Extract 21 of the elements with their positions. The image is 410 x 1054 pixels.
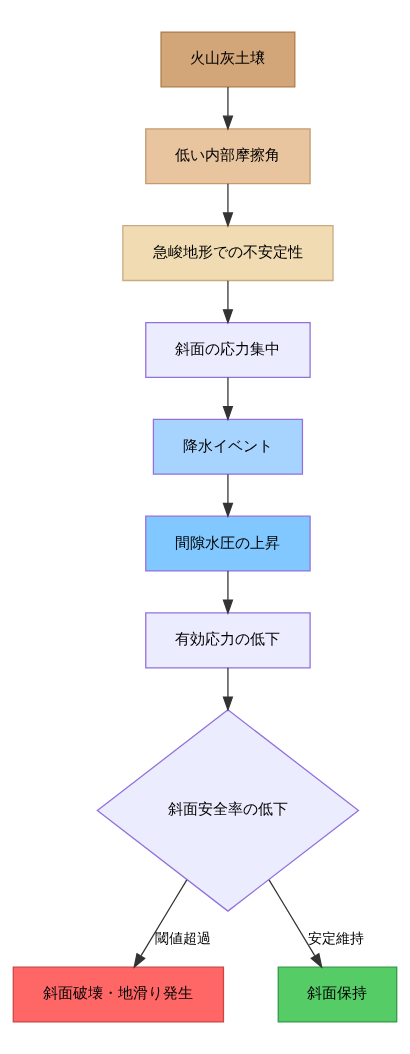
node-box: 間隙水圧の上昇 bbox=[145, 515, 311, 572]
node-box: 火山灰土壌 bbox=[160, 31, 296, 88]
edge-label: 閾値超過 bbox=[155, 929, 212, 946]
node-box: 低い内部摩擦角 bbox=[145, 128, 311, 185]
arrow bbox=[268, 879, 323, 969]
arrow bbox=[222, 376, 234, 422]
arrow bbox=[222, 667, 234, 712]
node-box: 急峻地形での不安定性 bbox=[122, 225, 334, 282]
node-box: 降水イベント bbox=[152, 418, 304, 475]
node-box: 斜面破壊・地滑り発生 bbox=[12, 966, 225, 1023]
node-diamond: 斜面安全率の低下 bbox=[96, 709, 360, 912]
arrow bbox=[222, 570, 234, 615]
arrow bbox=[222, 280, 234, 325]
node-box: 斜面の応力集中 bbox=[145, 321, 311, 378]
edge-label: 安定維持 bbox=[308, 929, 365, 946]
arrow bbox=[222, 86, 234, 131]
node-box: 有効応力の低下 bbox=[145, 612, 311, 669]
arrow bbox=[222, 473, 234, 519]
arrow bbox=[222, 183, 234, 228]
node-box: 斜面保持 bbox=[277, 966, 398, 1023]
arrow bbox=[133, 879, 188, 969]
